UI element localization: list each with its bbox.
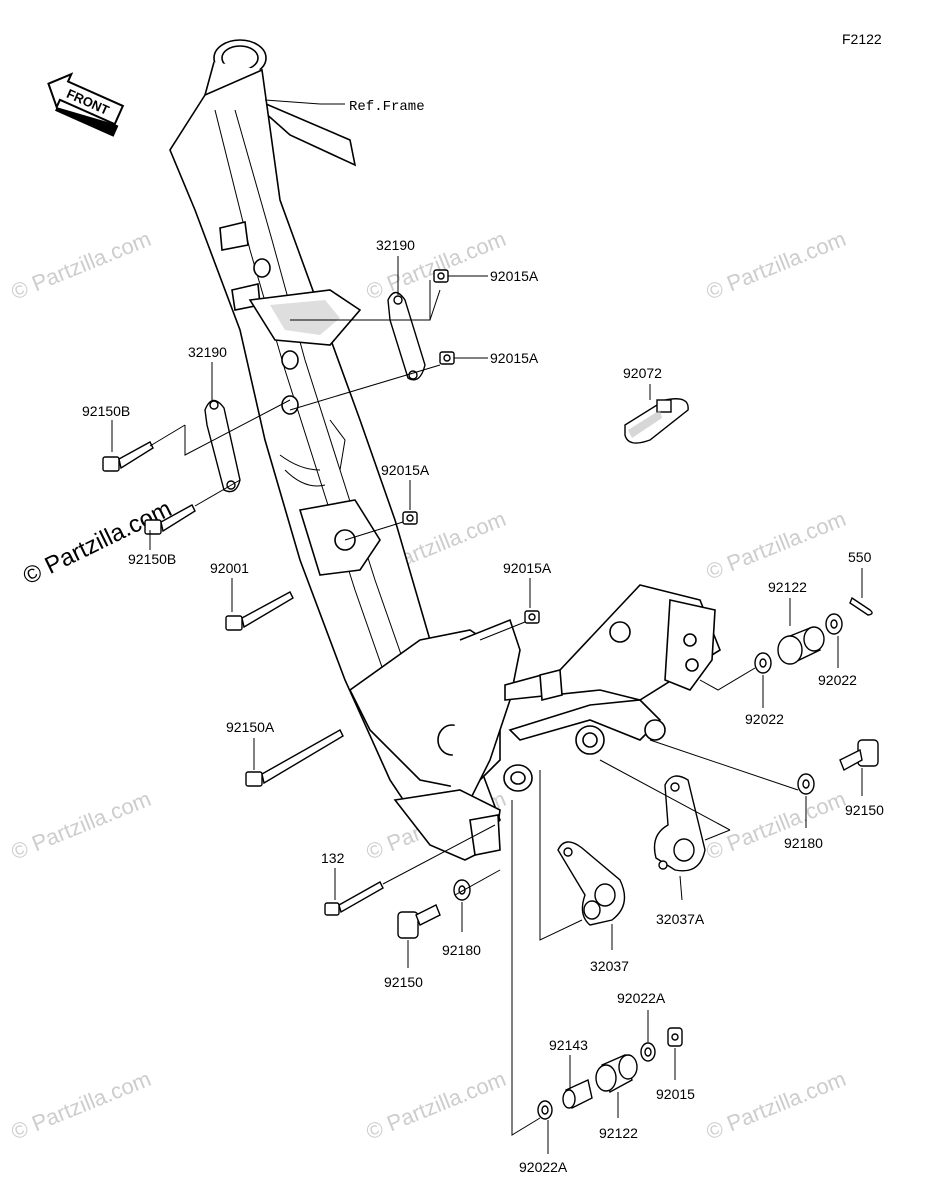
bolt-92150A	[245, 729, 344, 787]
label-92150A: 92150A	[226, 719, 275, 735]
label-92150B-top: 92150B	[82, 403, 130, 419]
band-92072	[624, 398, 689, 444]
label-92150-right: 92150	[845, 802, 884, 818]
washer-92022A-top	[640, 1042, 656, 1062]
nut-92015A-3	[402, 511, 418, 525]
label-92015A-1: 92015A	[490, 268, 539, 284]
side-watermark: © Partzilla.com	[19, 495, 176, 590]
cotter-pin-550	[849, 596, 873, 616]
bolt-92150-right	[839, 739, 879, 771]
label-92150-left: 92150	[384, 974, 423, 990]
watermark: © Partzilla.com	[703, 506, 850, 585]
bracket-32037A	[653, 775, 706, 872]
label-92072: 92072	[623, 365, 662, 381]
ref-frame-label: Ref.Frame	[349, 99, 425, 115]
watermark: © Partzilla.com	[703, 1066, 850, 1145]
collar-92122-right	[777, 626, 825, 665]
watermark: © Partzilla.com	[703, 786, 850, 865]
bolt-92150B-top	[102, 441, 154, 472]
figure-code: F2122	[842, 31, 882, 47]
label-92022A-bottom: 92022A	[519, 1159, 568, 1175]
front-arrow-icon: FRONT	[47, 72, 125, 137]
watermark: © Partzilla.com	[8, 1066, 155, 1145]
bolt-132	[324, 881, 384, 916]
part-labels: Ref.Frame 32190 92015A 92015A 32190 9215…	[82, 99, 884, 1175]
label-92015A-4: 92015A	[503, 560, 552, 576]
nut-92015A-4	[524, 610, 540, 624]
label-92022A-top: 92022A	[617, 990, 666, 1006]
bracket-32037	[557, 841, 626, 926]
bolt-92001	[225, 591, 294, 631]
washer-92022A-bottom	[537, 1100, 553, 1120]
washer-92180-left	[453, 879, 471, 901]
watermark: © Partzilla.com	[703, 226, 850, 305]
nut-92015A-1	[433, 269, 449, 283]
label-92150B-bot: 92150B	[128, 551, 176, 567]
parts-layer	[102, 269, 879, 1120]
label-92015A-2: 92015A	[490, 350, 539, 366]
nut-92015	[667, 1027, 683, 1047]
watermark: © Partzilla.com	[8, 786, 155, 865]
bolt-92150B-bot	[144, 504, 196, 535]
label-92180-left: 92180	[442, 942, 481, 958]
bolt-92150-left	[397, 904, 441, 939]
label-32190-left: 32190	[188, 344, 227, 360]
label-92180-right: 92180	[784, 835, 823, 851]
label-32037: 32037	[590, 958, 629, 974]
label-92015: 92015	[656, 1086, 695, 1102]
label-92015A-3: 92015A	[381, 462, 430, 478]
washer-92022-right	[825, 613, 843, 635]
label-132: 132	[321, 850, 345, 866]
watermark: © Partzilla.com	[8, 226, 155, 305]
nut-92015A-2	[439, 351, 455, 365]
washer-92180-right	[797, 773, 815, 795]
label-92143: 92143	[549, 1037, 588, 1053]
washer-92022-mid	[754, 652, 772, 674]
plate-32190-left	[204, 399, 241, 493]
frame-drawing	[169, 39, 721, 861]
collar-92122-bottom	[595, 1054, 638, 1094]
watermark: © Partzilla.com	[363, 1066, 510, 1145]
label-92122-right: 92122	[768, 579, 807, 595]
label-92022-right: 92022	[818, 672, 857, 688]
label-32037A: 32037A	[656, 911, 705, 927]
leader-lines	[111, 99, 863, 1154]
label-32190-top: 32190	[376, 237, 415, 253]
collar-92143	[562, 1079, 593, 1109]
plate-32190-top	[387, 291, 426, 381]
label-550: 550	[848, 549, 872, 565]
label-92022-mid: 92022	[745, 711, 784, 727]
label-92122-bottom: 92122	[599, 1125, 638, 1141]
label-92001: 92001	[210, 560, 249, 576]
